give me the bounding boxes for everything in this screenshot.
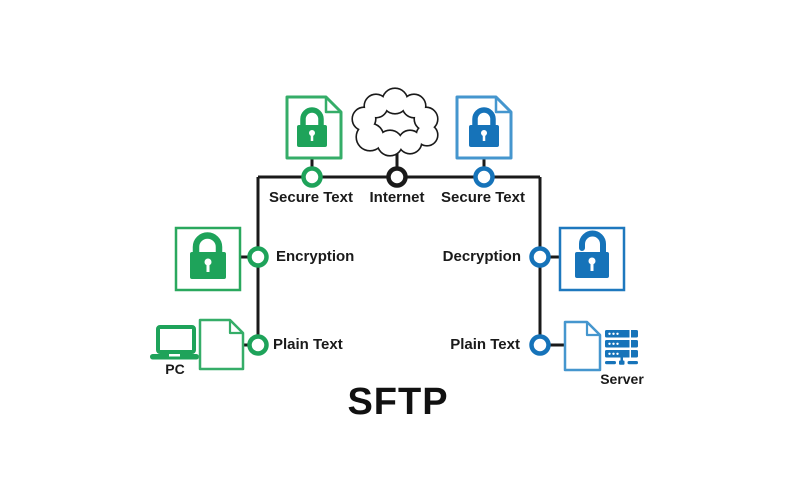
keyhole (481, 130, 487, 136)
pc-label: PC (165, 361, 185, 377)
plain-text-left-label: Plain Text (273, 336, 343, 353)
internet-node (386, 166, 408, 188)
lock-shackle (300, 107, 324, 126)
plain-text-right-label: Plain Text (450, 336, 520, 353)
server-icon (605, 330, 638, 365)
laptop-icon (150, 325, 199, 360)
cloud-icon (351, 87, 439, 157)
keyhole (588, 257, 596, 265)
locked-document-icon (285, 95, 343, 160)
lock-shackle (472, 107, 496, 126)
document-icon (563, 320, 602, 372)
secure-text-left-label: Secure Text (269, 189, 353, 206)
lock-shackle-open (579, 230, 606, 256)
encryption-node (247, 246, 269, 268)
encryption-label: Encryption (276, 248, 355, 265)
diagram-title: SFTP (347, 381, 449, 423)
secure-text-right-label: Secure Text (441, 189, 525, 206)
plain-text-left-node (247, 334, 269, 356)
plain-text-right-node (529, 334, 551, 356)
decryption-label: Decryption (442, 248, 521, 265)
connection-nodes (247, 166, 551, 356)
decryption-node (529, 246, 551, 268)
closed-padlock-icon (174, 226, 242, 292)
lock-shackle (192, 232, 223, 254)
internet-label: Internet (369, 189, 425, 206)
keyhole (309, 130, 315, 136)
locked-document-icon (455, 95, 513, 160)
server-label: Server (600, 371, 644, 387)
secure-text-left-node (301, 166, 323, 188)
keyhole (204, 258, 212, 266)
open-padlock-icon (558, 226, 626, 292)
secure-text-right-node (473, 166, 495, 188)
document-icon (198, 318, 245, 371)
